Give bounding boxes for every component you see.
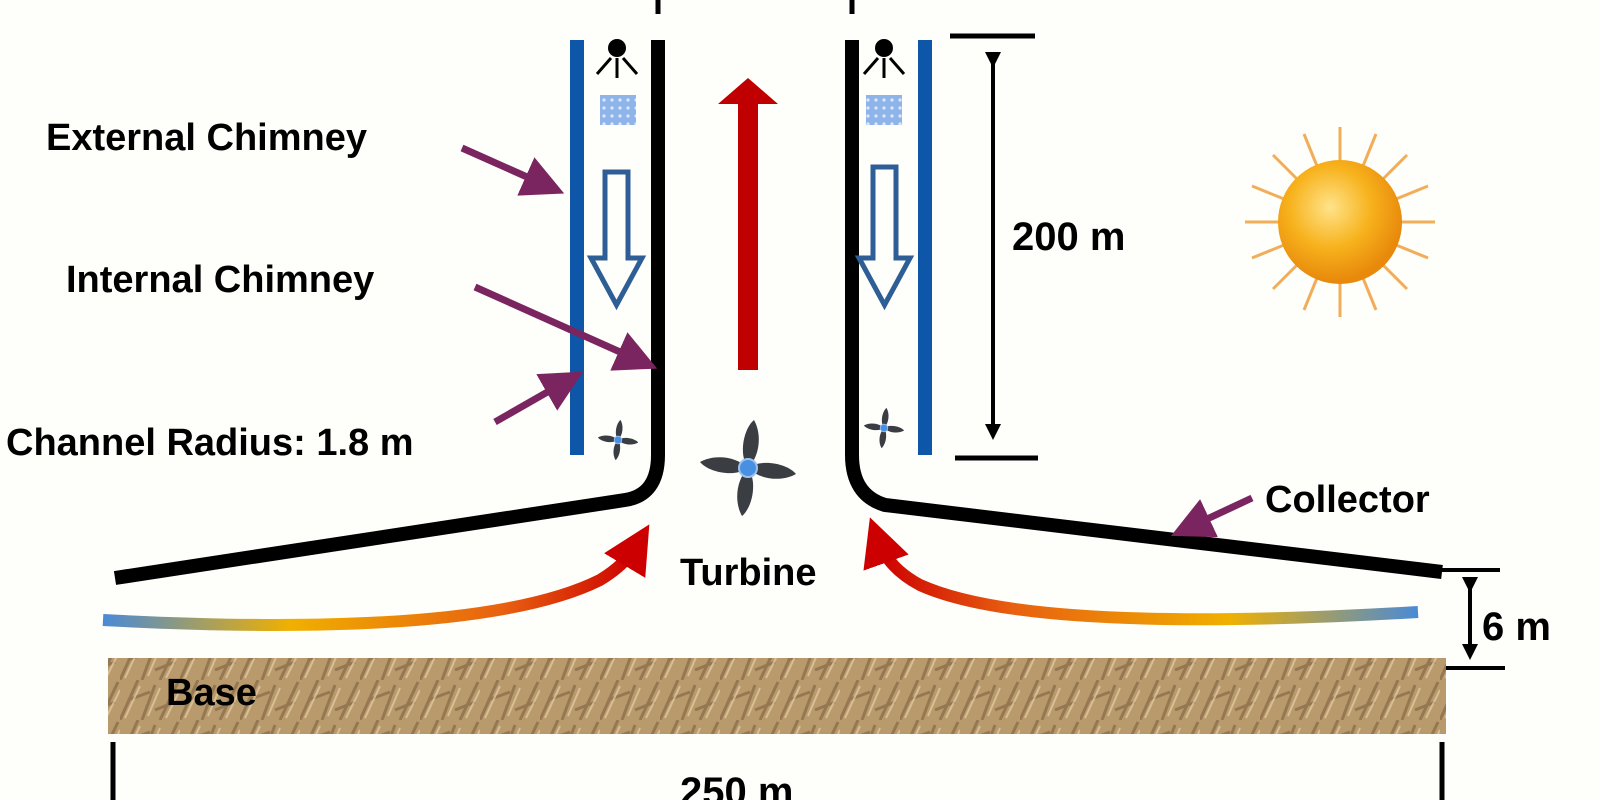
base-width-label: 250 m — [680, 770, 793, 800]
turbine-icon — [699, 419, 797, 517]
base-label: Base — [166, 672, 257, 714]
pointer-arrow-icon — [1170, 494, 1254, 538]
internal-chimney-left — [113, 40, 665, 585]
internal-chimney-label: Internal Chimney — [66, 259, 374, 301]
external-chimney-label: External Chimney — [46, 117, 367, 159]
downflow-arrow-icon — [854, 164, 915, 311]
water-mist-icon — [600, 95, 636, 125]
collector-label: Collector — [1265, 479, 1430, 521]
pointer-arrow-icon — [460, 144, 565, 196]
inflow-arrow-right — [863, 517, 1419, 626]
collector-height-label: 6 m — [1482, 605, 1551, 649]
water-mist-icon — [866, 95, 902, 125]
channel-radius-label: Channel Radius: 1.8 m — [6, 422, 414, 464]
internal-chimney-right — [845, 40, 1443, 579]
turbine-label: Turbine — [680, 552, 817, 594]
updraft-arrow-icon — [718, 78, 778, 370]
external-chimney-left — [570, 40, 584, 455]
inflow-arrow-left — [102, 524, 650, 631]
small-turbine-icon — [597, 419, 639, 461]
small-turbine-icon — [863, 407, 905, 449]
base-ground — [108, 658, 1446, 734]
chimney-height-label: 200 m — [1012, 215, 1125, 259]
external-chimney-right — [918, 40, 932, 455]
height-dimension — [950, 33, 1038, 461]
downflow-arrow-icon — [586, 169, 647, 311]
sprinkler-icon — [595, 37, 639, 80]
collector-height-dimension — [1440, 568, 1505, 670]
pointer-arrow-icon — [473, 283, 658, 371]
sun-icon — [1245, 127, 1435, 317]
sprinkler-icon — [862, 37, 906, 80]
pointer-arrow-icon — [493, 371, 584, 426]
